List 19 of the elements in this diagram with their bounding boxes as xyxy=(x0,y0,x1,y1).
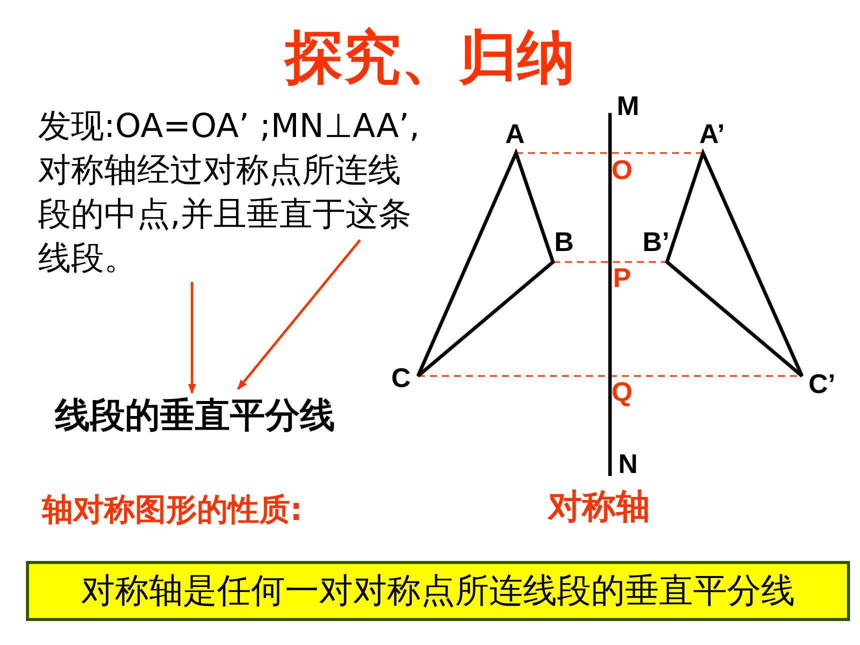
point-label: A xyxy=(505,120,525,148)
point-label: C xyxy=(391,364,411,392)
point-label: M xyxy=(616,92,640,120)
discovery-text: 发现:OA=OA’ ;MN⊥AA’,对称轴经过对称点所连线段的中点,并且垂直于这条线段。 xyxy=(38,104,430,280)
point-label: Q xyxy=(612,378,632,406)
conclusion-text: 线段的垂直平分线 xyxy=(55,394,375,438)
point-label: P xyxy=(613,264,631,292)
arrow xyxy=(188,282,196,394)
point-label: A’ xyxy=(699,120,725,148)
property-box: 对称轴是任何一对对称点所连线段的垂直平分线 xyxy=(26,561,850,621)
point-label: O xyxy=(612,156,632,184)
point-label: N xyxy=(618,450,638,478)
section-heading: 轴对称图形的性质: xyxy=(42,491,302,530)
point-label: C’ xyxy=(808,370,836,398)
title: 探究、归纳 xyxy=(282,22,576,92)
point-label: B xyxy=(554,228,574,256)
axis-caption: 对称轴 xyxy=(548,486,650,528)
point-label: B’ xyxy=(642,228,670,256)
arrow xyxy=(237,239,361,390)
